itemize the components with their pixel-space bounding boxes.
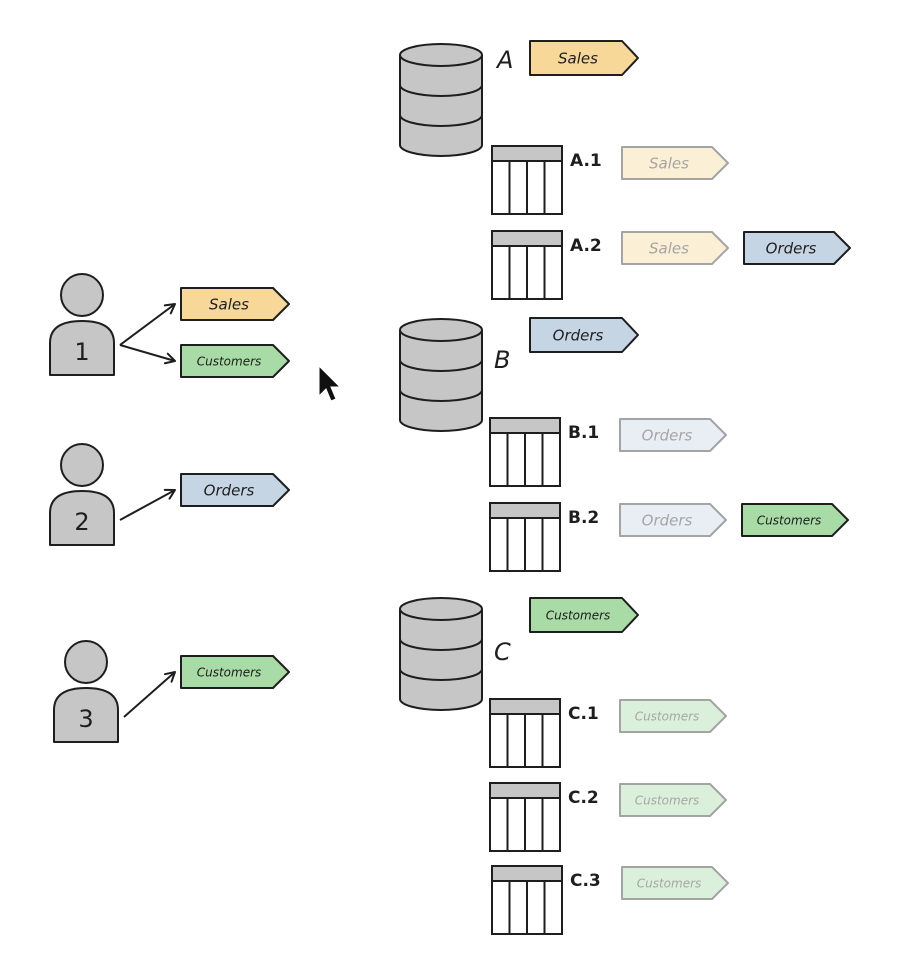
tag-sales: Sales	[621, 231, 729, 265]
tag-orders: Orders	[619, 418, 727, 452]
assignment-arrow	[119, 303, 176, 346]
user-number: 1	[74, 338, 89, 366]
table-icon	[491, 145, 563, 215]
table-icon	[489, 782, 561, 852]
database-label: C	[494, 638, 511, 666]
table-label: B.1	[568, 423, 599, 443]
tag-sales: Sales	[180, 287, 290, 321]
tag-icon	[621, 866, 729, 900]
tag-label: Orders	[553, 326, 604, 344]
table: C.2 Customers	[489, 782, 727, 852]
tag-customers: Customers	[529, 597, 639, 633]
table-label: C.1	[568, 704, 599, 724]
table: C.3 Customers	[491, 865, 729, 935]
tag-label: Customers	[546, 608, 611, 622]
table-label: C.2	[568, 788, 599, 808]
tag-label: Sales	[649, 154, 689, 172]
tag-label: Customers	[197, 354, 262, 368]
tag-sales: Sales	[621, 146, 729, 180]
tag-label: Orders	[642, 426, 693, 444]
assignment-arrow	[119, 344, 176, 365]
tag-label: Orders	[766, 239, 817, 257]
tag-label: Sales	[649, 239, 689, 257]
tag-orders: Orders	[619, 503, 727, 537]
tag-label: Customers	[635, 793, 700, 807]
assignment-arrow	[123, 671, 176, 718]
database-icon	[399, 43, 483, 157]
tag-icon	[529, 597, 639, 633]
tag-label: Customers	[635, 709, 700, 723]
tag-icon	[180, 473, 290, 507]
mouse-cursor-icon	[318, 364, 342, 402]
user-number: 2	[74, 508, 89, 536]
tag-orders: Orders	[743, 231, 851, 265]
tag-icon	[529, 317, 639, 353]
person-icon	[49, 443, 115, 546]
person-icon	[49, 273, 115, 376]
database-icon	[399, 318, 483, 432]
tag-customers: Customers	[621, 866, 729, 900]
table-icon	[489, 417, 561, 487]
tag-label: Sales	[209, 295, 249, 313]
tag-icon	[619, 418, 727, 452]
tag-icon	[619, 503, 727, 537]
tag-icon	[529, 40, 639, 76]
tag-orders: Orders	[529, 317, 639, 353]
table-label: A.1	[570, 151, 602, 171]
tag-label: Customers	[197, 665, 262, 679]
tag-icon	[743, 231, 851, 265]
table: C.1 Customers	[489, 698, 727, 768]
tag-label: Sales	[558, 49, 598, 67]
database-label: A	[495, 46, 513, 74]
tag-customers: Customers	[619, 699, 727, 733]
tag-label: Customers	[637, 876, 702, 890]
tag-customers: Customers	[619, 783, 727, 817]
database-label: B	[494, 346, 510, 374]
tag-icon	[741, 503, 849, 537]
table-icon	[491, 230, 563, 300]
table: B.2 Orders Customers	[489, 502, 849, 572]
tag-icon	[621, 231, 729, 265]
table-icon	[489, 502, 561, 572]
assignment-arrow	[119, 488, 176, 521]
tag-customers: Customers	[741, 503, 849, 537]
tag-icon	[621, 146, 729, 180]
table-label: C.3	[570, 871, 601, 891]
table: A.2 Sales Orders	[491, 230, 851, 300]
person-icon	[53, 640, 119, 743]
tag-label: Orders	[204, 481, 255, 499]
database-icon	[399, 597, 483, 711]
tag-orders: Orders	[180, 473, 290, 507]
tag-icon	[619, 699, 727, 733]
table: A.1 Sales	[491, 145, 729, 215]
user: 3 Customers	[53, 640, 290, 743]
table-icon	[489, 698, 561, 768]
table-icon	[491, 865, 563, 935]
tag-icon	[180, 287, 290, 321]
user: 2 Orders	[49, 443, 290, 546]
tag-label: Orders	[642, 511, 693, 529]
table-label: A.2	[570, 236, 602, 256]
tag-icon	[619, 783, 727, 817]
tag-icon	[180, 344, 290, 378]
table: B.1 Orders	[489, 417, 727, 487]
tag-customers: Customers	[180, 344, 290, 378]
tag-label: Customers	[757, 513, 822, 527]
tag-customers: Customers	[180, 655, 290, 689]
tag-sales: Sales	[529, 40, 639, 76]
user-number: 3	[78, 705, 93, 733]
tag-icon	[180, 655, 290, 689]
table-label: B.2	[568, 508, 599, 528]
cursor-layer	[318, 364, 342, 402]
